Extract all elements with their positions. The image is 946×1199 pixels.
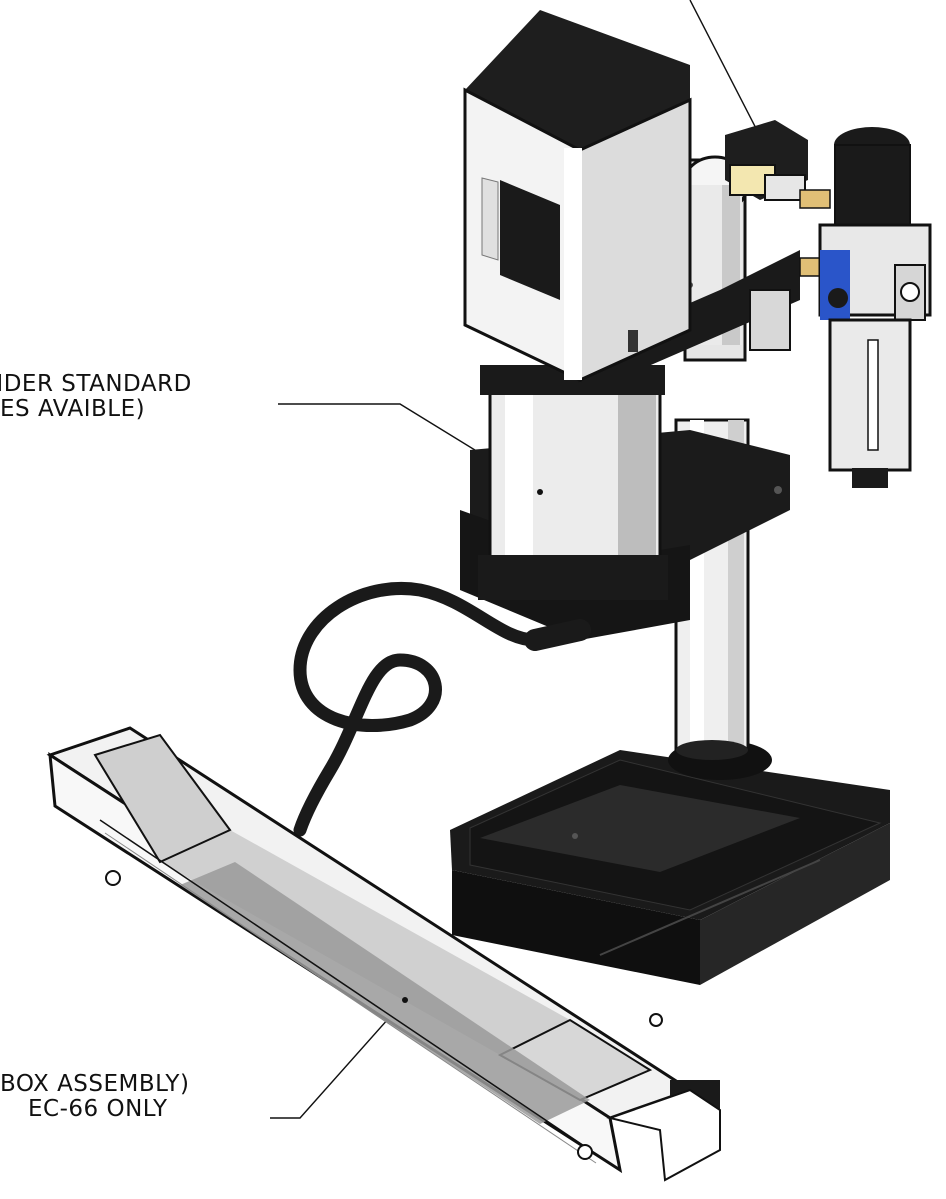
box-callout-leader xyxy=(270,999,406,1119)
air-cylinder xyxy=(478,365,668,600)
footswitch-box xyxy=(46,726,721,1182)
box-callout-line-1: BOX ASSEMBLY) xyxy=(0,1071,190,1097)
control-housing xyxy=(463,10,692,383)
valve-and-filter xyxy=(725,120,932,488)
box-callout-line-2: EC-66 ONLY xyxy=(28,1096,168,1122)
control-cable xyxy=(293,582,591,837)
cylinder-callout-line-1: NDER STANDARD xyxy=(0,371,192,397)
press-base xyxy=(450,750,890,985)
cylinder-callout-line-2: ES AVAIBLE) xyxy=(0,396,146,422)
top-callout-leader xyxy=(689,0,763,141)
